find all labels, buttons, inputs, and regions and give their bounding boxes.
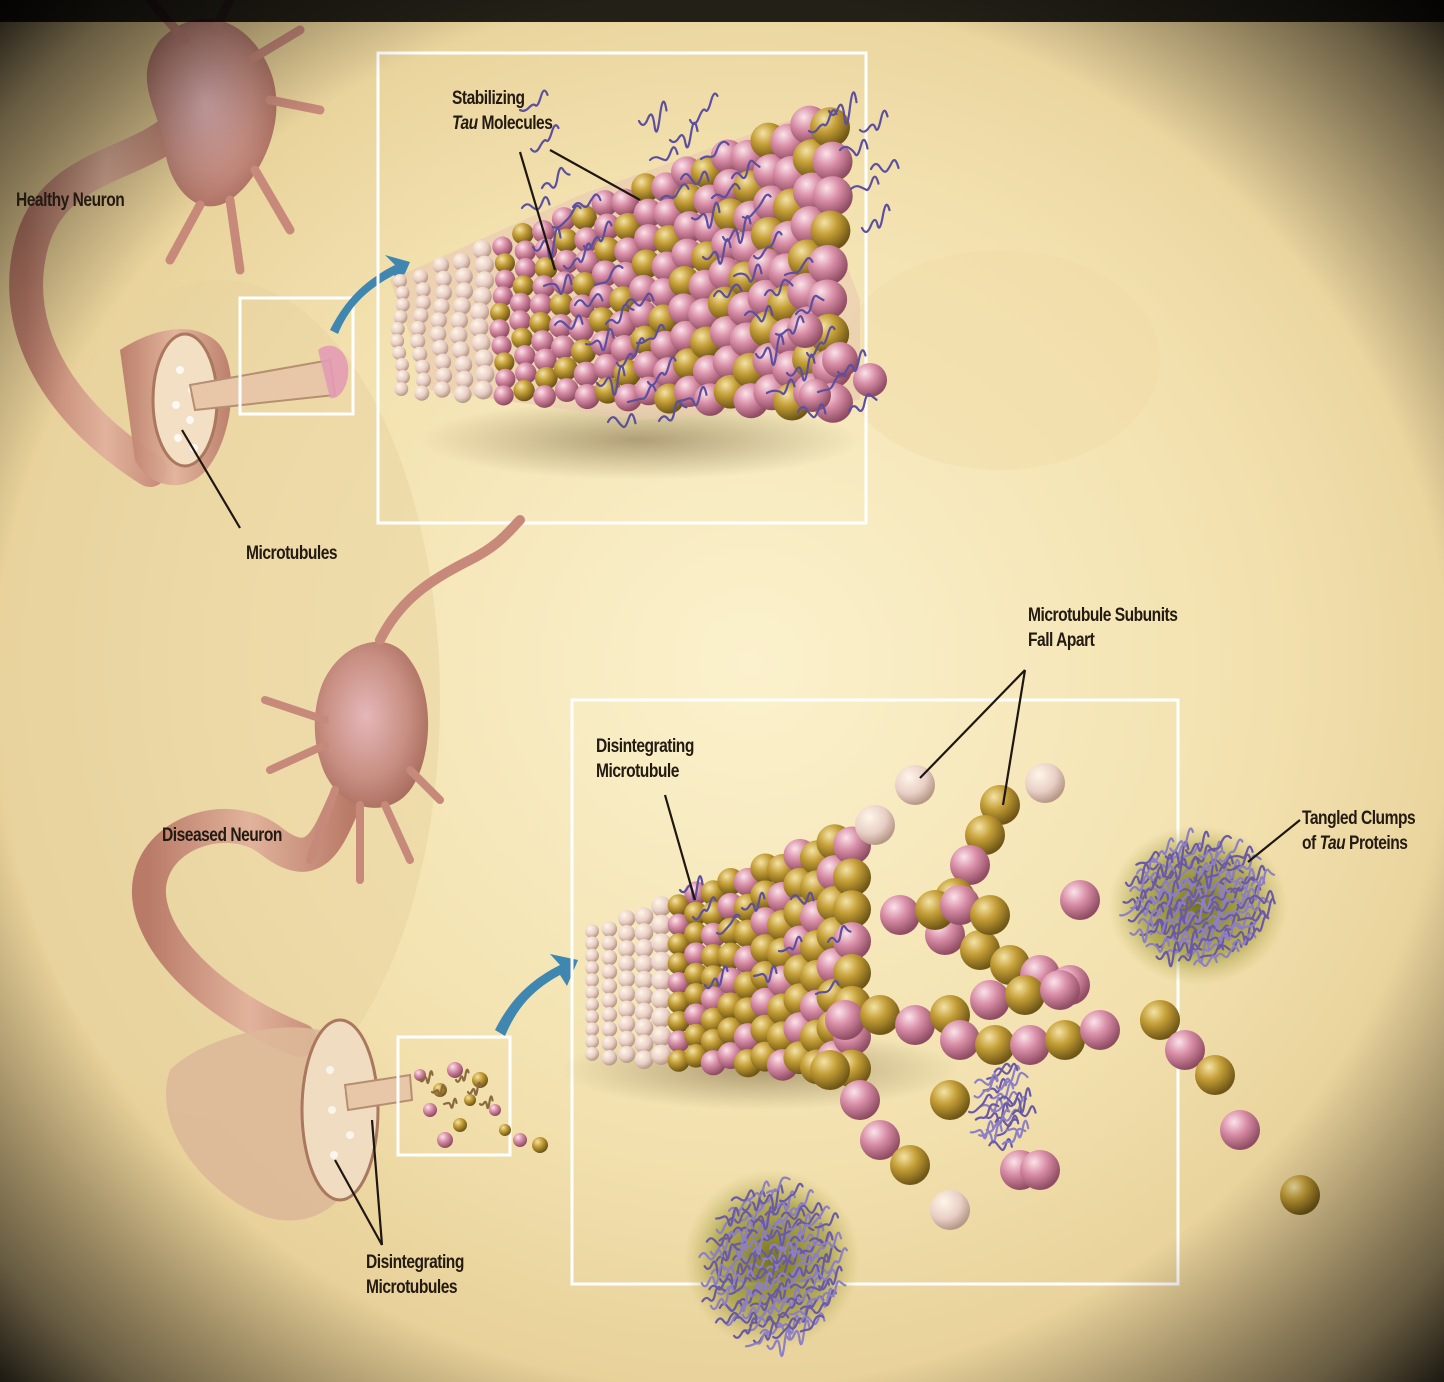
label-microtubules: Microtubules [246,541,337,566]
label-tangled-clumps: Tangled Clumps of Tau Proteins [1302,806,1415,856]
label-healthy-neuron: Healthy Neuron [16,188,124,213]
top-border [0,0,1444,22]
label-stabilizing-tau-molecules: Stabilizing Tau Molecules [452,86,552,136]
label-diseased-neuron: Diseased Neuron [162,823,282,848]
label-disintegrating-microtubule: Disintegrating Microtubule [596,734,694,784]
label-disintegrating-microtubules: Disintegrating Microtubules [366,1250,464,1300]
label-subunits-fall-apart: Microtubule Subunits Fall Apart [1028,603,1177,653]
